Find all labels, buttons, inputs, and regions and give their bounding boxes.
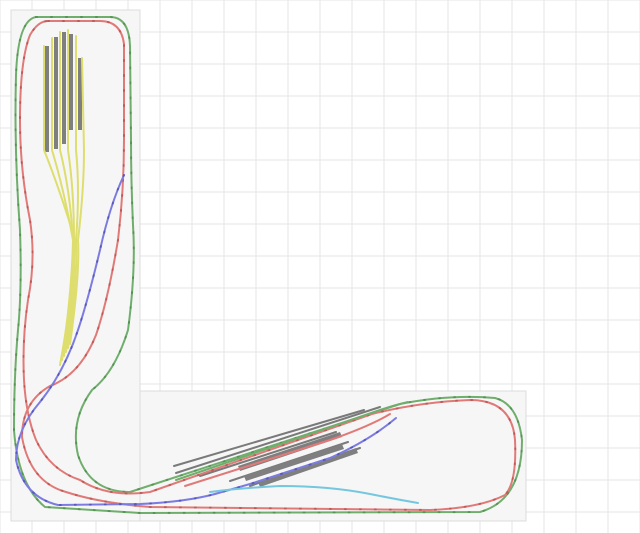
outer-loop-track[interactable] [13,16,523,514]
main-tracks [13,16,523,514]
yard-fan-track[interactable] [65,29,76,353]
siding-connector-track[interactable] [175,401,409,481]
branch-line-track[interactable] [15,174,397,506]
spur-track[interactable] [209,485,419,504]
yard-platform[interactable] [62,32,66,144]
yard-fan [43,29,85,366]
siding-platform[interactable] [258,448,358,487]
yard-platform[interactable] [54,37,58,149]
siding-line[interactable] [173,409,365,467]
yard-platform[interactable] [69,34,73,130]
yard-platform[interactable] [45,46,49,152]
siding-platform[interactable] [244,444,344,481]
inner-loop-ties [19,20,517,511]
siding-connector-track[interactable] [184,413,391,487]
yard-fan-track[interactable] [69,57,85,345]
yard-fan-track[interactable] [67,35,79,349]
siding-line[interactable] [199,431,337,477]
siding-line[interactable] [175,406,381,474]
yard-platforms [45,32,82,152]
yard-platform[interactable] [78,58,82,130]
baseboards [10,9,527,522]
